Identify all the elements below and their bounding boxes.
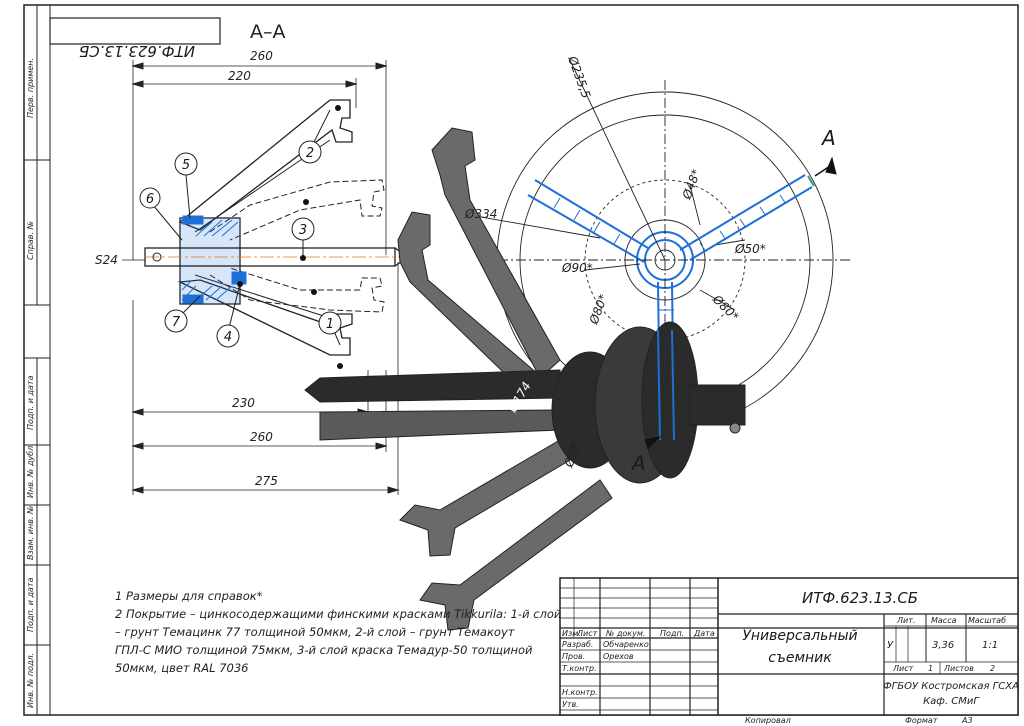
side-label-first-use: Перв. примен. xyxy=(26,58,35,118)
tb-developer: Обчаренко xyxy=(603,640,649,649)
dim-phi90: Ø90* xyxy=(561,261,593,275)
balloons xyxy=(139,105,343,369)
tb-role-ncontr: Н.контр. xyxy=(562,688,598,697)
side-label-dup-inv: Инв. № дубл. xyxy=(26,443,35,498)
title-block xyxy=(559,577,1019,716)
side-label-sign-date-1: Подп. и дата xyxy=(26,375,35,430)
tb-checker: Орехов xyxy=(603,652,634,661)
tb-lit-label: Лит. xyxy=(896,616,915,625)
tb-role-dev: Разраб. xyxy=(562,640,593,649)
section-label: А–А xyxy=(250,21,286,43)
footer-copied: Копировал xyxy=(745,716,791,725)
technical-notes: 1 Размеры для справок* 2 Покрытие – цинк… xyxy=(115,589,562,675)
hub-blue xyxy=(657,329,675,441)
tb-org-1: ФГБОУ Костромская ГСХА xyxy=(883,681,1019,692)
footer-format-value: А3 xyxy=(961,716,973,725)
tb-sheets-label: Листов xyxy=(943,664,974,673)
tb-mass-value: 3,36 xyxy=(932,640,954,651)
tb-lit-value: У xyxy=(887,640,894,651)
dim-phi48: Ø48* xyxy=(679,167,703,202)
tb-col-izm: Изм. xyxy=(562,629,581,638)
tb-sheets-value: 2 xyxy=(990,664,995,673)
dim-260-top: 260 xyxy=(250,49,273,63)
note-line-1: 1 Размеры для справок* xyxy=(115,589,263,603)
tb-col-doc: № докум. xyxy=(605,629,645,638)
dim-275: 275 xyxy=(255,474,278,488)
tb-name-1: Универсальный xyxy=(742,628,857,644)
tb-mass-label: Масса xyxy=(931,616,957,625)
balloon-4: 4 xyxy=(224,330,232,345)
note-line-3: – грунт Темацинк 77 толщиной 50мкм, 2-й … xyxy=(115,625,515,639)
note-line-4: ГПЛ-С МИО толщиной 75мкм, 3-й слой краск… xyxy=(115,643,533,657)
side-label-repl-inv: Взам. инв. № xyxy=(26,506,35,560)
section-arrow-bottom: А xyxy=(630,451,646,475)
dim-260-bottom: 260 xyxy=(250,430,273,444)
dim-phi50: Ø50* xyxy=(734,242,766,256)
puller-arms xyxy=(304,127,746,631)
tb-col-date: Дата xyxy=(693,629,715,638)
balloon-6: 6 xyxy=(146,192,154,207)
footer-format-label: Формат xyxy=(905,716,938,725)
tb-scale-value: 1:1 xyxy=(982,640,998,651)
dim-phi334: Ø334 xyxy=(464,207,497,221)
balloon-3: 3 xyxy=(299,223,307,238)
tb-sheet-label: Лист xyxy=(892,664,914,673)
tb-role-check: Пров. xyxy=(562,652,585,661)
balloon-5: 5 xyxy=(182,158,190,173)
section-arrows xyxy=(644,156,837,449)
tb-role-tcontr: Т.контр. xyxy=(562,664,597,673)
section-arrow-top: А xyxy=(820,126,836,150)
balloon-2: 2 xyxy=(306,146,314,161)
tb-name-2: съемник xyxy=(768,650,832,666)
tb-designation: ИТФ.623.13.СБ xyxy=(802,589,918,607)
top-stamp-text: ИТФ.623.13.СБ xyxy=(79,42,195,60)
note-line-5: 50мкм, цвет RAL 7036 xyxy=(115,661,248,675)
tb-org-2: Каф. СМиГ xyxy=(923,696,980,707)
tb-scale-label: Масштаб xyxy=(968,616,1006,625)
tb-role-approve: Утв. xyxy=(562,700,579,709)
dim-220: 220 xyxy=(228,69,251,83)
dim-phi235: Ø235,5 xyxy=(565,53,593,100)
side-label-orig-inv: Инв. № подл. xyxy=(26,653,35,708)
side-label-sign-date-2: Подп. и дата xyxy=(26,577,35,632)
tb-col-sign: Подп. xyxy=(660,629,684,638)
tb-sheet-value: 1 xyxy=(928,664,933,673)
balloon-1: 1 xyxy=(326,317,334,332)
balloon-7: 7 xyxy=(172,315,181,330)
top-stamp-box xyxy=(49,17,221,45)
dim-phi80a: Ø80* xyxy=(586,292,610,327)
side-label-ref-no: Справ. № xyxy=(26,221,35,260)
dim-230: 230 xyxy=(232,396,255,410)
tb-col-list: Лист xyxy=(576,629,598,638)
note-line-2: 2 Покрытие – цинкосодержащими финскими к… xyxy=(115,607,562,621)
dim-s24: S24 xyxy=(95,253,118,267)
